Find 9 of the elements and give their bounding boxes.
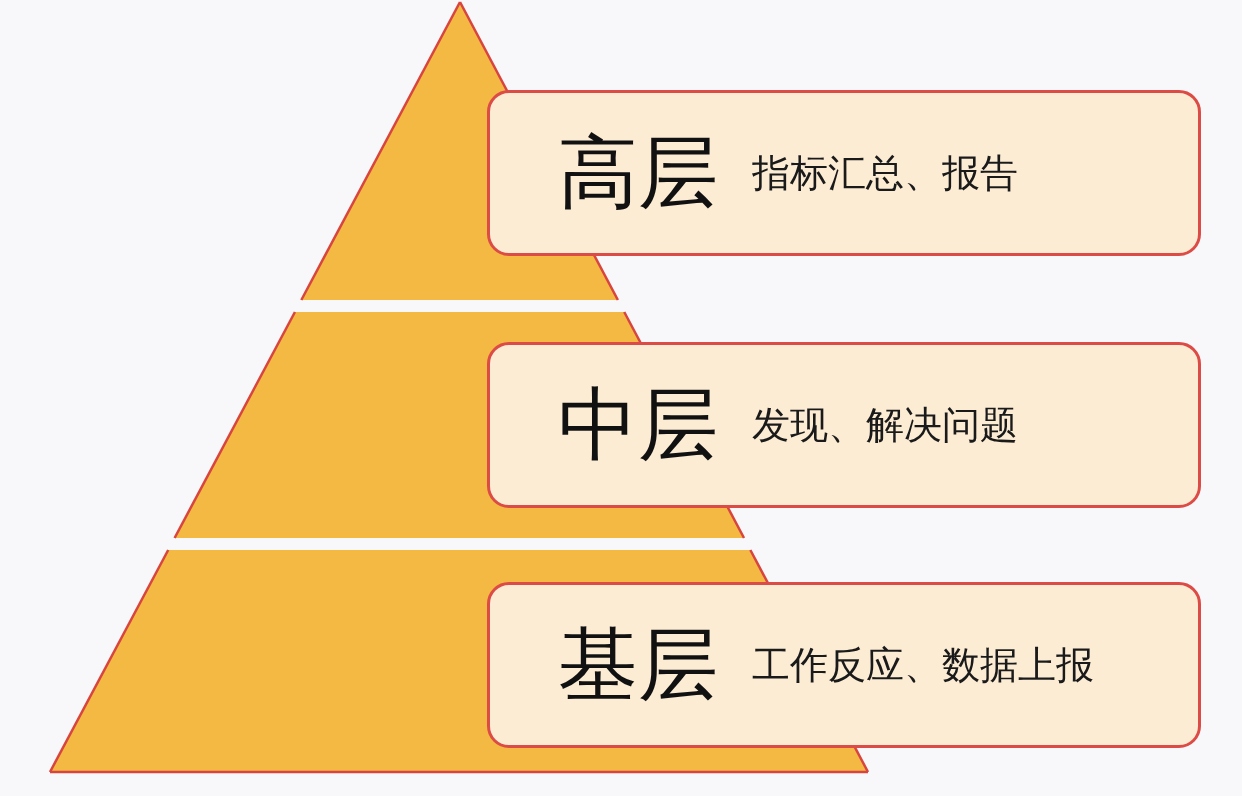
level-description: 指标汇总、报告 [752,154,1018,192]
level-box [487,90,1201,256]
level-title: 基层 [558,625,718,705]
level-description: 工作反应、数据上报 [752,646,1094,684]
level-title: 中层 [558,385,718,465]
level-box [487,342,1201,508]
level-description: 发现、解决问题 [752,406,1018,444]
level-title: 高层 [558,133,718,213]
level-box [487,582,1201,748]
